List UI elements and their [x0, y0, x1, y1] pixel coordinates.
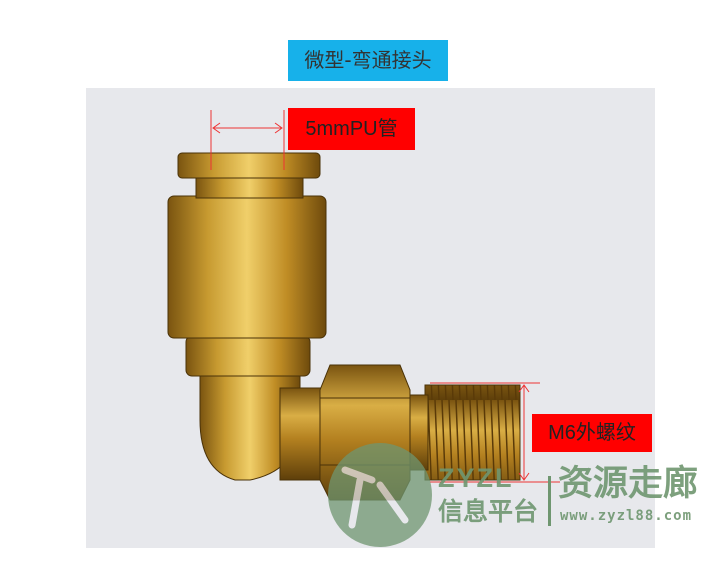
watermark-url: www.zyzl88.com — [560, 508, 693, 524]
dimension-lines — [210, 110, 560, 483]
watermark-name: 资源走廊 — [558, 464, 699, 504]
fitting-body — [167, 152, 521, 501]
page-title: 微型-弯通接头 — [288, 40, 448, 81]
watermark-sub: 信息平台 — [438, 497, 539, 526]
tube-size-label: 5mmPU管 — [288, 108, 415, 150]
watermark-logo — [328, 443, 432, 547]
watermark-brand: ZYZL — [438, 463, 514, 493]
watermark-divider — [548, 476, 551, 526]
thread-size-label: M6外螺纹 — [532, 414, 652, 452]
